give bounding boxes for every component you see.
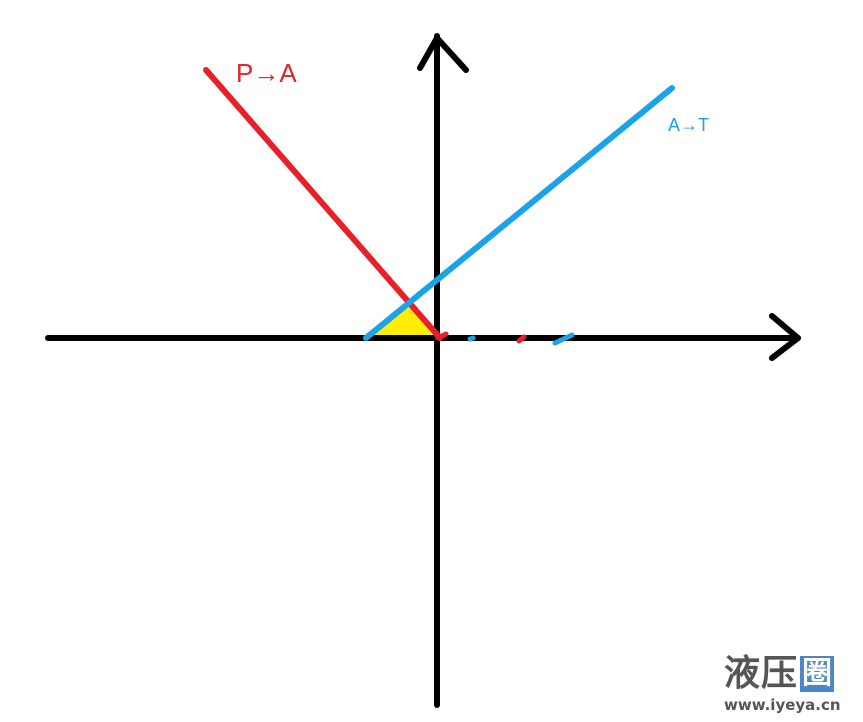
origin-mark-red [435,331,449,341]
axis-mark-blue [467,335,476,342]
y-axis-arrowhead-icon [417,35,469,73]
label-a-to-t: A→T [668,115,710,135]
x-axis-arrowhead-icon [769,313,801,361]
label-p-to-a: P→A [236,58,297,88]
watermark: 液压 圈 www.iyeya.cn [724,654,858,715]
watermark-logo: 液压 圈 [724,654,858,694]
line-p-to-a [203,67,443,341]
watermark-url: www.iyeya.cn [724,696,841,714]
shaded-triangle [372,302,433,336]
line-a-to-t [363,85,675,341]
axis-mark-red [516,334,527,344]
axis-mark-blue-2 [552,332,575,346]
watermark-chars: 液压 [724,653,799,694]
watermark-boxed-char: 圈 [800,656,835,692]
